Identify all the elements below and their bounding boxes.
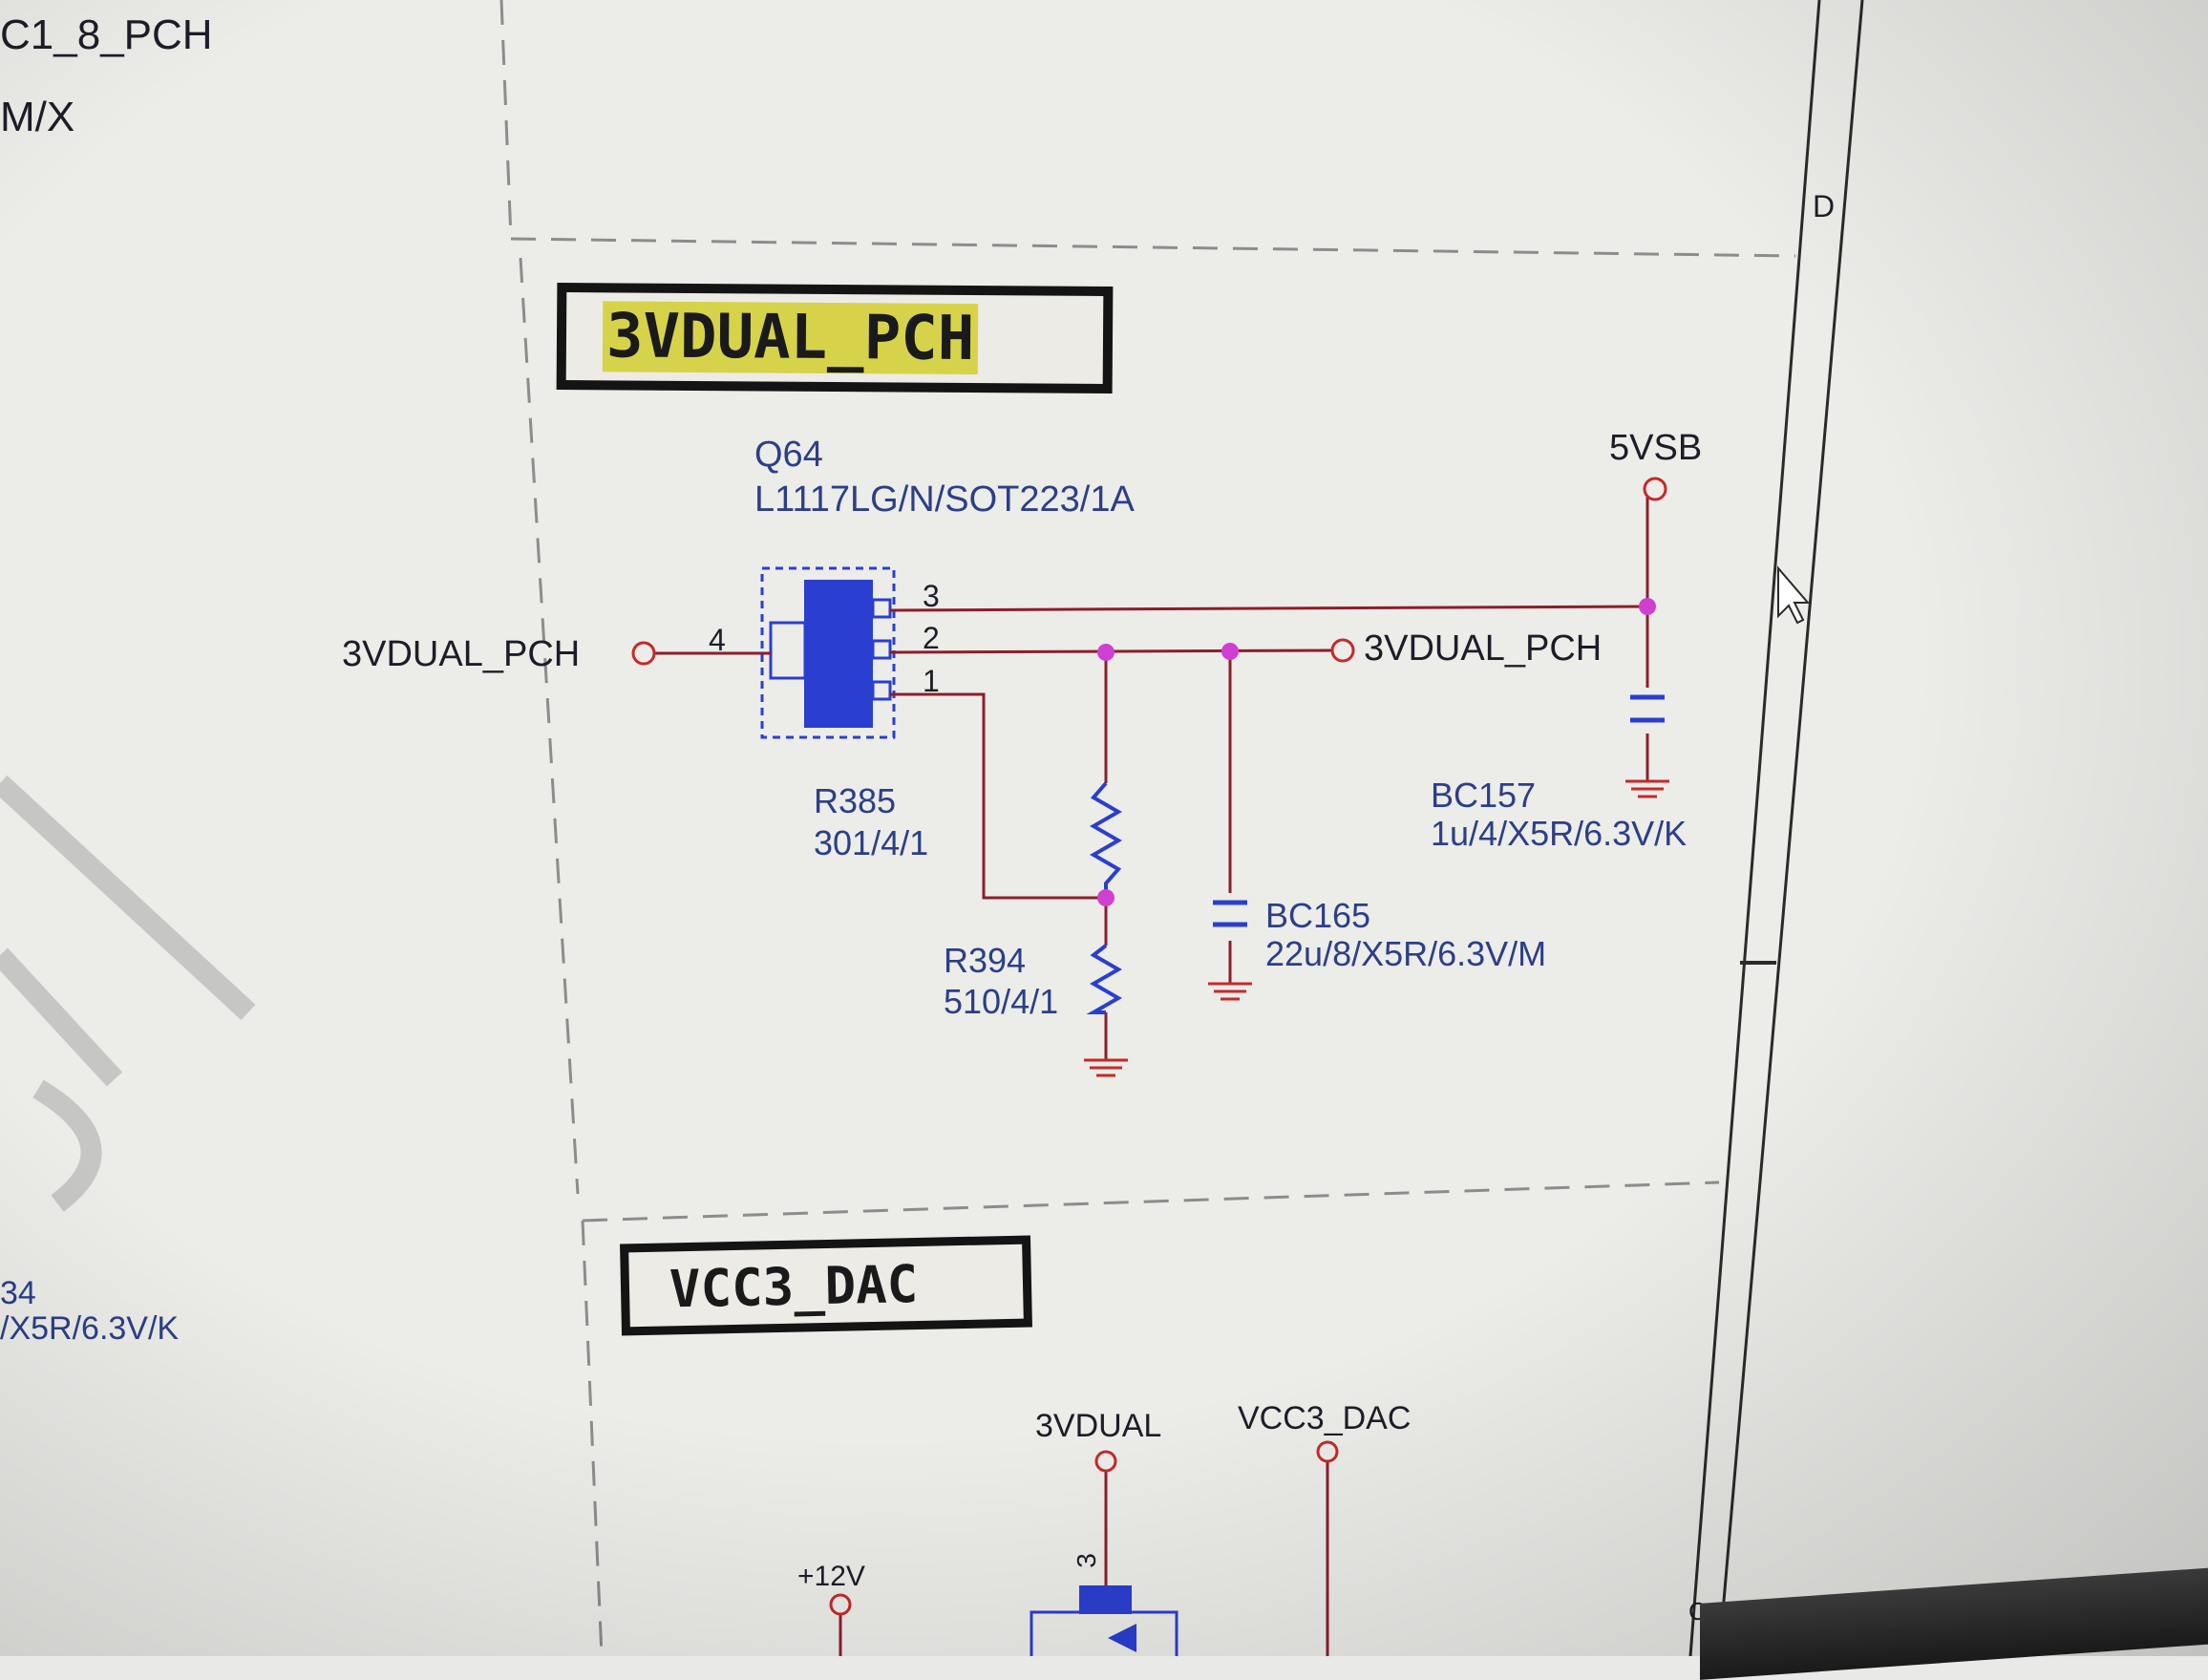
q64-pin-2: 2: [923, 621, 940, 655]
q64-part: L1117LG/N/SOT223/1A: [754, 479, 1135, 520]
junction-dots: [1097, 598, 1656, 906]
q64-regulator-body: [804, 580, 873, 728]
net-label-3vdual-pch-input[interactable]: 3VDUAL_PCH: [342, 634, 581, 674]
section-border-3vdual: [499, 0, 1796, 1656]
net-label-12v[interactable]: +12V: [797, 1561, 865, 1592]
section-title-3vdual-pch[interactable]: 3VDUAL_PCH: [556, 282, 1114, 394]
bc165-value: 22u/8/X5R/6.3V/M: [1265, 934, 1547, 973]
highlighted-net-name: 3VDUAL_PCH: [602, 301, 979, 375]
section-title-vcc3-dac[interactable]: VCC3_DAC: [620, 1235, 1032, 1336]
sheet-frame-inner: [1688, 0, 1821, 1656]
section-title-vcc3-dac-text: VCC3_DAC: [669, 1253, 919, 1319]
bc157-capacitor: [1630, 694, 1665, 723]
wires: [654, 497, 1649, 1656]
corner-text-net: C1_8_PCH: [0, 11, 213, 58]
net-label-3vdual-pch-output[interactable]: 3VDUAL_PCH: [1364, 628, 1603, 669]
vcc3dac-regulator-fragment: [1030, 1585, 1178, 1656]
vcc3dac-pin-3: 3: [1071, 1553, 1101, 1568]
net-label-3vdual[interactable]: 3VDUAL: [1035, 1408, 1162, 1444]
r385-ref: R385: [814, 781, 897, 820]
bc165-capacitor: [1213, 900, 1247, 927]
net-label-vcc3-dac[interactable]: VCC3_DAC: [1238, 1400, 1412, 1436]
net-terminals: [631, 477, 1667, 1616]
q64-pin-4: 4: [709, 623, 726, 657]
q64-ref: Q64: [754, 435, 823, 475]
r394-ref: R394: [944, 941, 1027, 980]
bc157-value: 1u/4/X5R/6.3V/K: [1431, 814, 1688, 853]
q64-pin-1: 1: [923, 664, 940, 698]
offscreen-symbol-fragment: [0, 775, 256, 1212]
sheet-frame-outer: [1717, 0, 1864, 1656]
border-zone-c: C: [1688, 1597, 1707, 1626]
q64-pin-3: 3: [923, 579, 940, 613]
bc165-ref: BC165: [1265, 896, 1371, 935]
net-label-5vsb[interactable]: 5VSB: [1609, 428, 1703, 468]
border-zone-d: D: [1813, 189, 1836, 223]
r385-value: 301/4/1: [814, 823, 929, 862]
r394-resistor: [1086, 944, 1123, 1014]
corner-text-ref: 34: [0, 1275, 36, 1311]
r394-value: 510/4/1: [944, 982, 1059, 1021]
corner-text-mx: M/X: [0, 94, 75, 140]
mouse-cursor-icon: [1777, 565, 1811, 625]
bc157-ref: BC157: [1431, 776, 1537, 815]
corner-text-value: /X5R/6.3V/K: [0, 1310, 180, 1347]
r385-resistor: [1089, 781, 1123, 898]
ground-symbols: [1084, 779, 1669, 1077]
